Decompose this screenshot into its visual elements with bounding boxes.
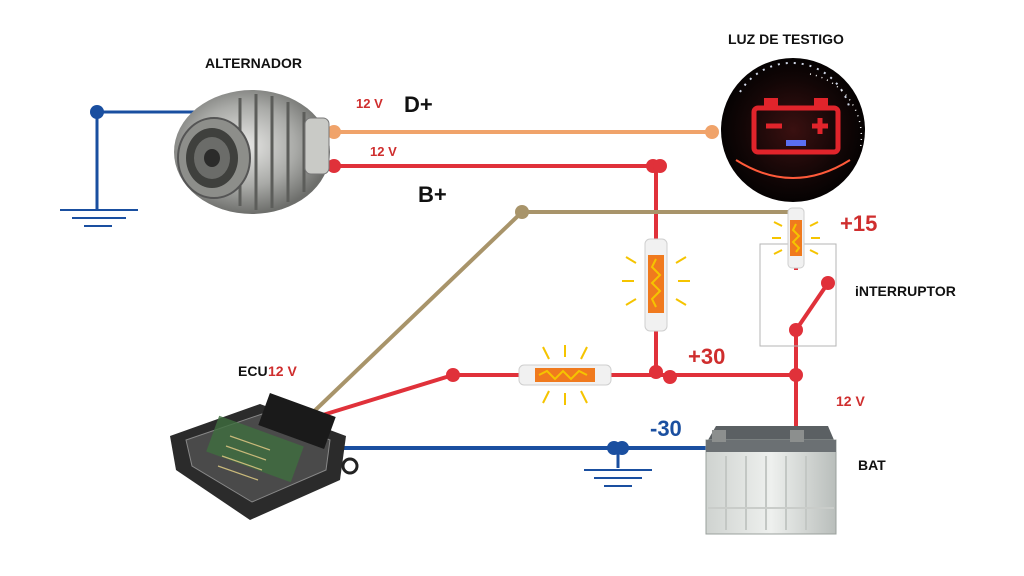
junction-dot [327, 125, 341, 139]
switch-lever [794, 281, 830, 332]
battery-label: BAT [858, 457, 886, 473]
minus-30-label: -30 [650, 416, 682, 441]
alternator-label: ALTERNADOR [205, 55, 302, 71]
voltage-battery-label: 12 V [836, 393, 865, 409]
junction-dot [705, 125, 719, 139]
ignition-wire [303, 210, 796, 422]
car-battery-icon [705, 426, 837, 535]
labels: ALTERNADOR LUZ DE TESTIGO iNTERRUPTOR EC… [205, 31, 956, 473]
junction-dot [653, 159, 667, 173]
ecu-label: ECU [238, 363, 268, 379]
fuse-icon [772, 207, 820, 269]
ground-symbol-icon [584, 469, 652, 487]
voltage-b-plus-label: 12 V [370, 144, 397, 159]
junction-dot [649, 365, 663, 379]
b-plus-label: B+ [418, 182, 447, 207]
plus-15-label: +15 [840, 211, 877, 236]
alternator-icon [174, 90, 330, 214]
d-plus-label: D+ [404, 92, 433, 117]
fuse-icon [518, 345, 612, 405]
fuse-icon [622, 238, 690, 332]
switch-label: iNTERRUPTOR [855, 283, 956, 299]
junction-dot [615, 441, 629, 455]
junction-dot [515, 205, 529, 219]
junction-dot [446, 368, 460, 382]
junction-dot [789, 368, 803, 382]
warning-light-label: LUZ DE TESTIGO [728, 31, 844, 47]
junction-dot [327, 159, 341, 173]
junction-dot [90, 105, 104, 119]
ecu-power-wire [312, 373, 454, 420]
junction-dot [663, 370, 677, 384]
ground-symbol-icon [60, 209, 138, 227]
voltage-d-plus-label: 12 V [356, 96, 383, 111]
battery-warning-light-icon [721, 58, 865, 202]
plus-30-label: +30 [688, 344, 725, 369]
ecu-module-icon [170, 393, 359, 520]
voltage-ecu-label: 12 V [268, 363, 297, 379]
